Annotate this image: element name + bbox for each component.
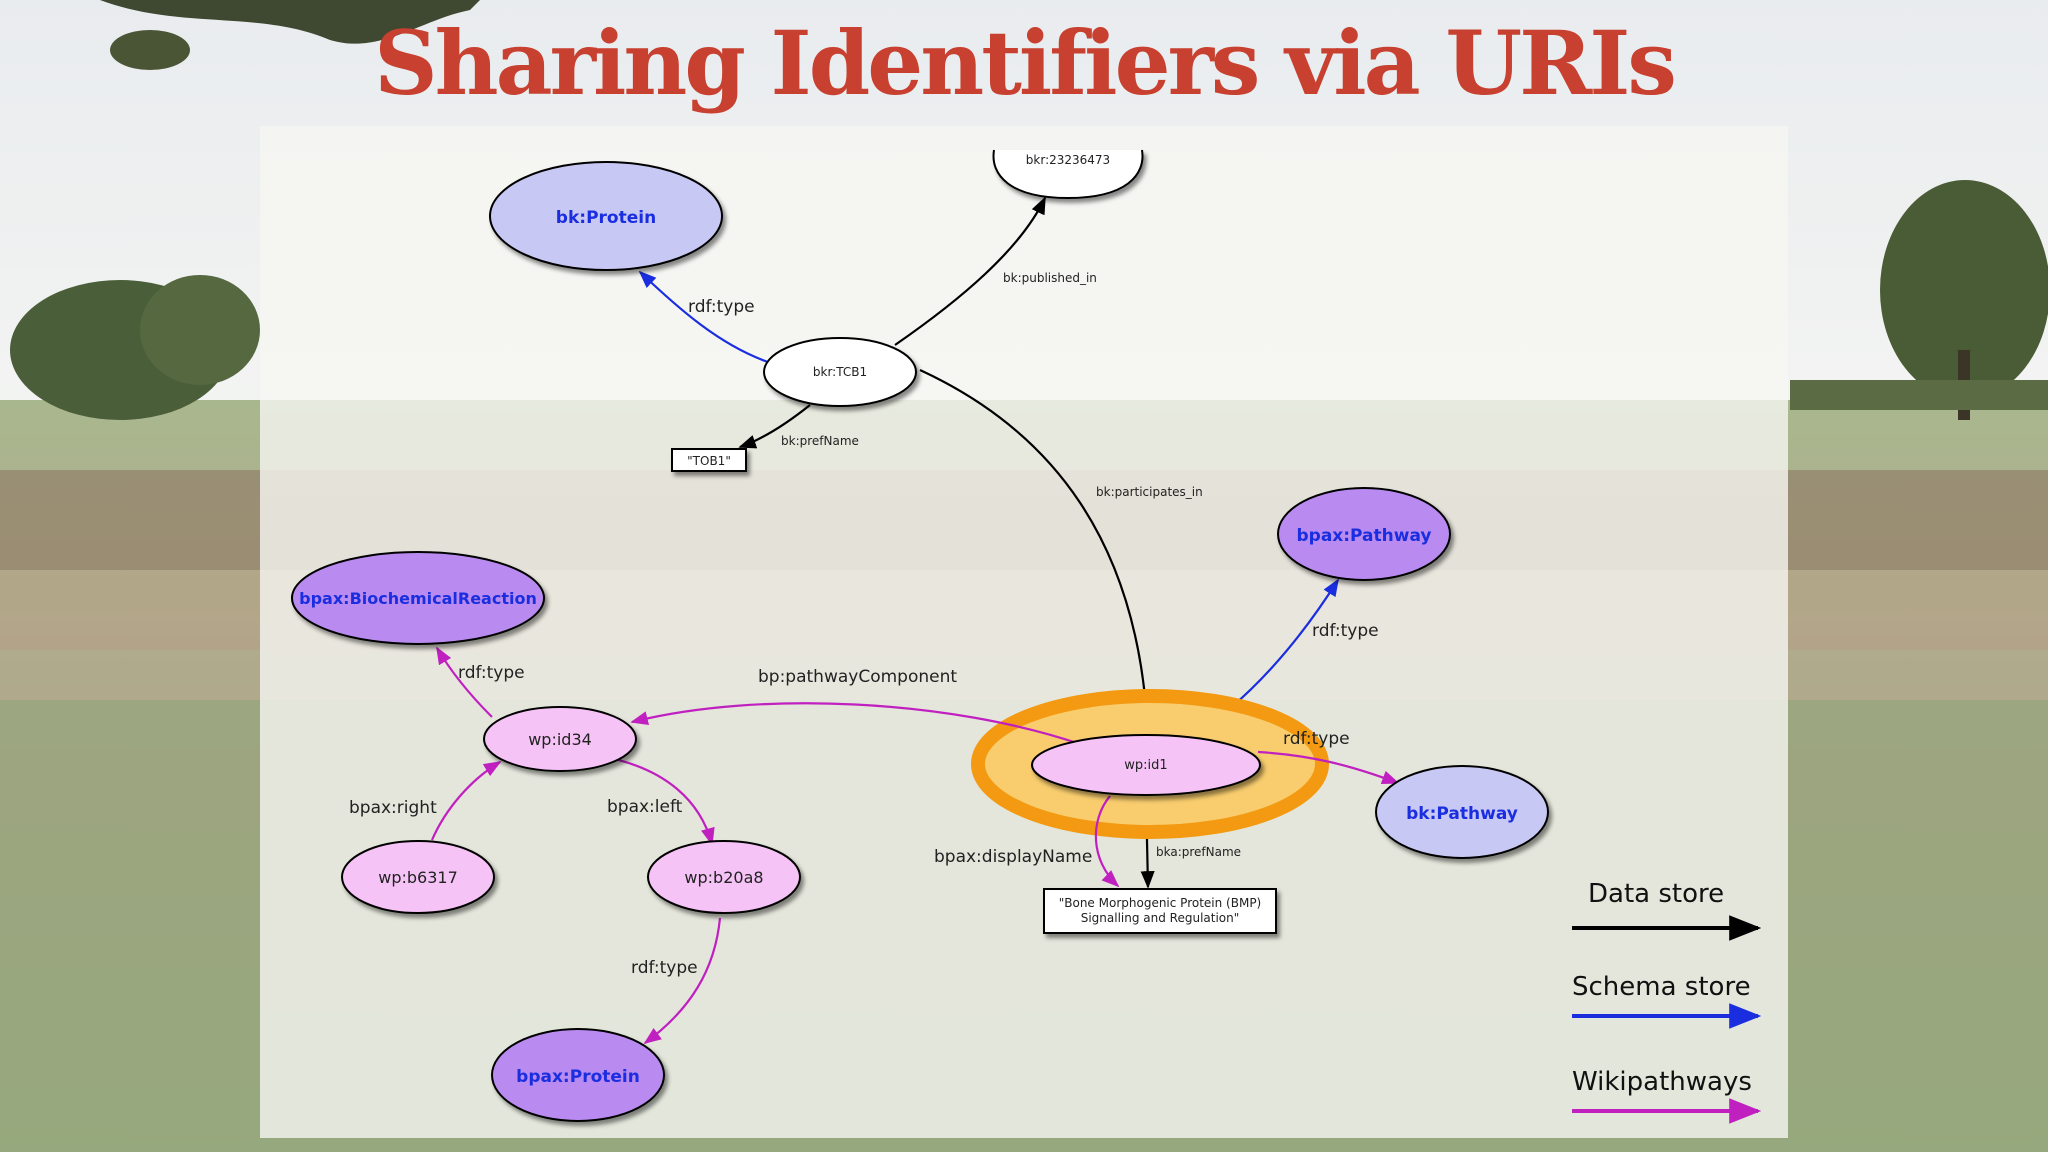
edge-label-tcb1-rdf-type: rdf:type bbox=[688, 297, 755, 317]
node-tob1-literal bbox=[671, 448, 747, 472]
slide-title: Sharing Identifiers via URIs bbox=[374, 11, 1677, 115]
edge-label-display-name: bpax:displayName bbox=[934, 847, 1092, 867]
branch-top-left bbox=[100, 0, 480, 44]
edge-pathway-component bbox=[630, 702, 1081, 746]
label-bmp-literal-line1: "Bone Morphogenic Protein (BMP) bbox=[1059, 896, 1262, 910]
label-wp-b20a8: wp:b20a8 bbox=[684, 868, 763, 887]
edge-id34-rdf-type bbox=[436, 646, 493, 718]
edge-id1-rdf-type-bk bbox=[1257, 750, 1400, 785]
node-bk-pathway bbox=[1375, 765, 1549, 859]
diagram-panel bbox=[260, 126, 1788, 1138]
edge-participates-in bbox=[919, 369, 1155, 740]
edge-label-participates-in: bk:participates_in bbox=[1096, 485, 1203, 499]
edge-bpax-left bbox=[609, 756, 715, 846]
edge-label-pref-name: bk:prefName bbox=[781, 434, 859, 448]
legend-data-store-label: Data store bbox=[1588, 879, 1724, 909]
edge-label-id1-rdf-type-bpax: rdf:type bbox=[1312, 621, 1379, 641]
label-bpax-pathway: bpax:Pathway bbox=[1296, 526, 1431, 546]
node-bpax-pathway bbox=[1277, 487, 1451, 581]
node-bkr-23236473 bbox=[992, 149, 1144, 200]
edge-published-in bbox=[894, 196, 1046, 346]
edge-tcb1-rdf-type bbox=[638, 270, 769, 364]
tree-left-2 bbox=[140, 275, 260, 385]
edge-b20a8-rdf-type bbox=[643, 917, 722, 1045]
edge-label-pathway-component: bp:pathwayComponent bbox=[758, 667, 957, 687]
label-bpax-protein: bpax:Protein bbox=[516, 1067, 640, 1087]
label-bmp-literal-line2: Signalling and Regulation" bbox=[1081, 911, 1240, 925]
node-bpax-biochemical-reaction bbox=[291, 551, 545, 645]
node-wp-b6317 bbox=[341, 840, 495, 914]
edge-label-bpax-right: bpax:right bbox=[349, 798, 437, 818]
legend-schema-store-label: Schema store bbox=[1572, 972, 1751, 1002]
edge-label-b20a8-rdf-type: rdf:type bbox=[631, 958, 698, 978]
edge-label-id34-rdf-type: rdf:type bbox=[458, 663, 525, 683]
tree-right bbox=[1880, 180, 2048, 400]
node-wp-b20a8 bbox=[647, 840, 801, 914]
label-bk-pathway: bk:Pathway bbox=[1406, 804, 1518, 824]
edge-label-id1-rdf-type-bk: rdf:type bbox=[1283, 729, 1350, 749]
node-bpax-protein bbox=[491, 1028, 665, 1122]
label-bk-protein: bk:Protein bbox=[556, 208, 656, 228]
label-bpax-biochemical-reaction: bpax:BiochemicalReaction bbox=[299, 589, 537, 608]
node-bkr-tcb1 bbox=[763, 337, 917, 407]
edge-label-bka-pref-name: bka:prefName bbox=[1156, 845, 1241, 859]
label-tob1-literal: "TOB1" bbox=[687, 454, 731, 468]
node-bk-protein bbox=[489, 161, 723, 271]
edge-label-published-in: bk:published_in bbox=[1003, 271, 1097, 285]
node-wp-id1 bbox=[1031, 734, 1261, 796]
legend: Data store Schema store Wikipathways bbox=[1572, 879, 1762, 1124]
edge-bpax-right bbox=[430, 761, 502, 841]
edge-label-bpax-left: bpax:left bbox=[607, 797, 683, 817]
label-wp-id1: wp:id1 bbox=[1124, 758, 1167, 773]
node-bmp-literal bbox=[1043, 888, 1277, 934]
node-wp-id34 bbox=[483, 706, 637, 772]
label-bkr-tcb1: bkr:TCB1 bbox=[813, 365, 867, 379]
label-wp-b6317: wp:b6317 bbox=[378, 868, 458, 887]
edge-display-name bbox=[1094, 795, 1120, 888]
edge-pref-name bbox=[738, 404, 811, 449]
label-bkr-23236473: bkr:23236473 bbox=[1026, 153, 1110, 167]
label-wp-id34: wp:id34 bbox=[528, 730, 592, 749]
legend-wikipathways-label: Wikipathways bbox=[1572, 1067, 1752, 1097]
